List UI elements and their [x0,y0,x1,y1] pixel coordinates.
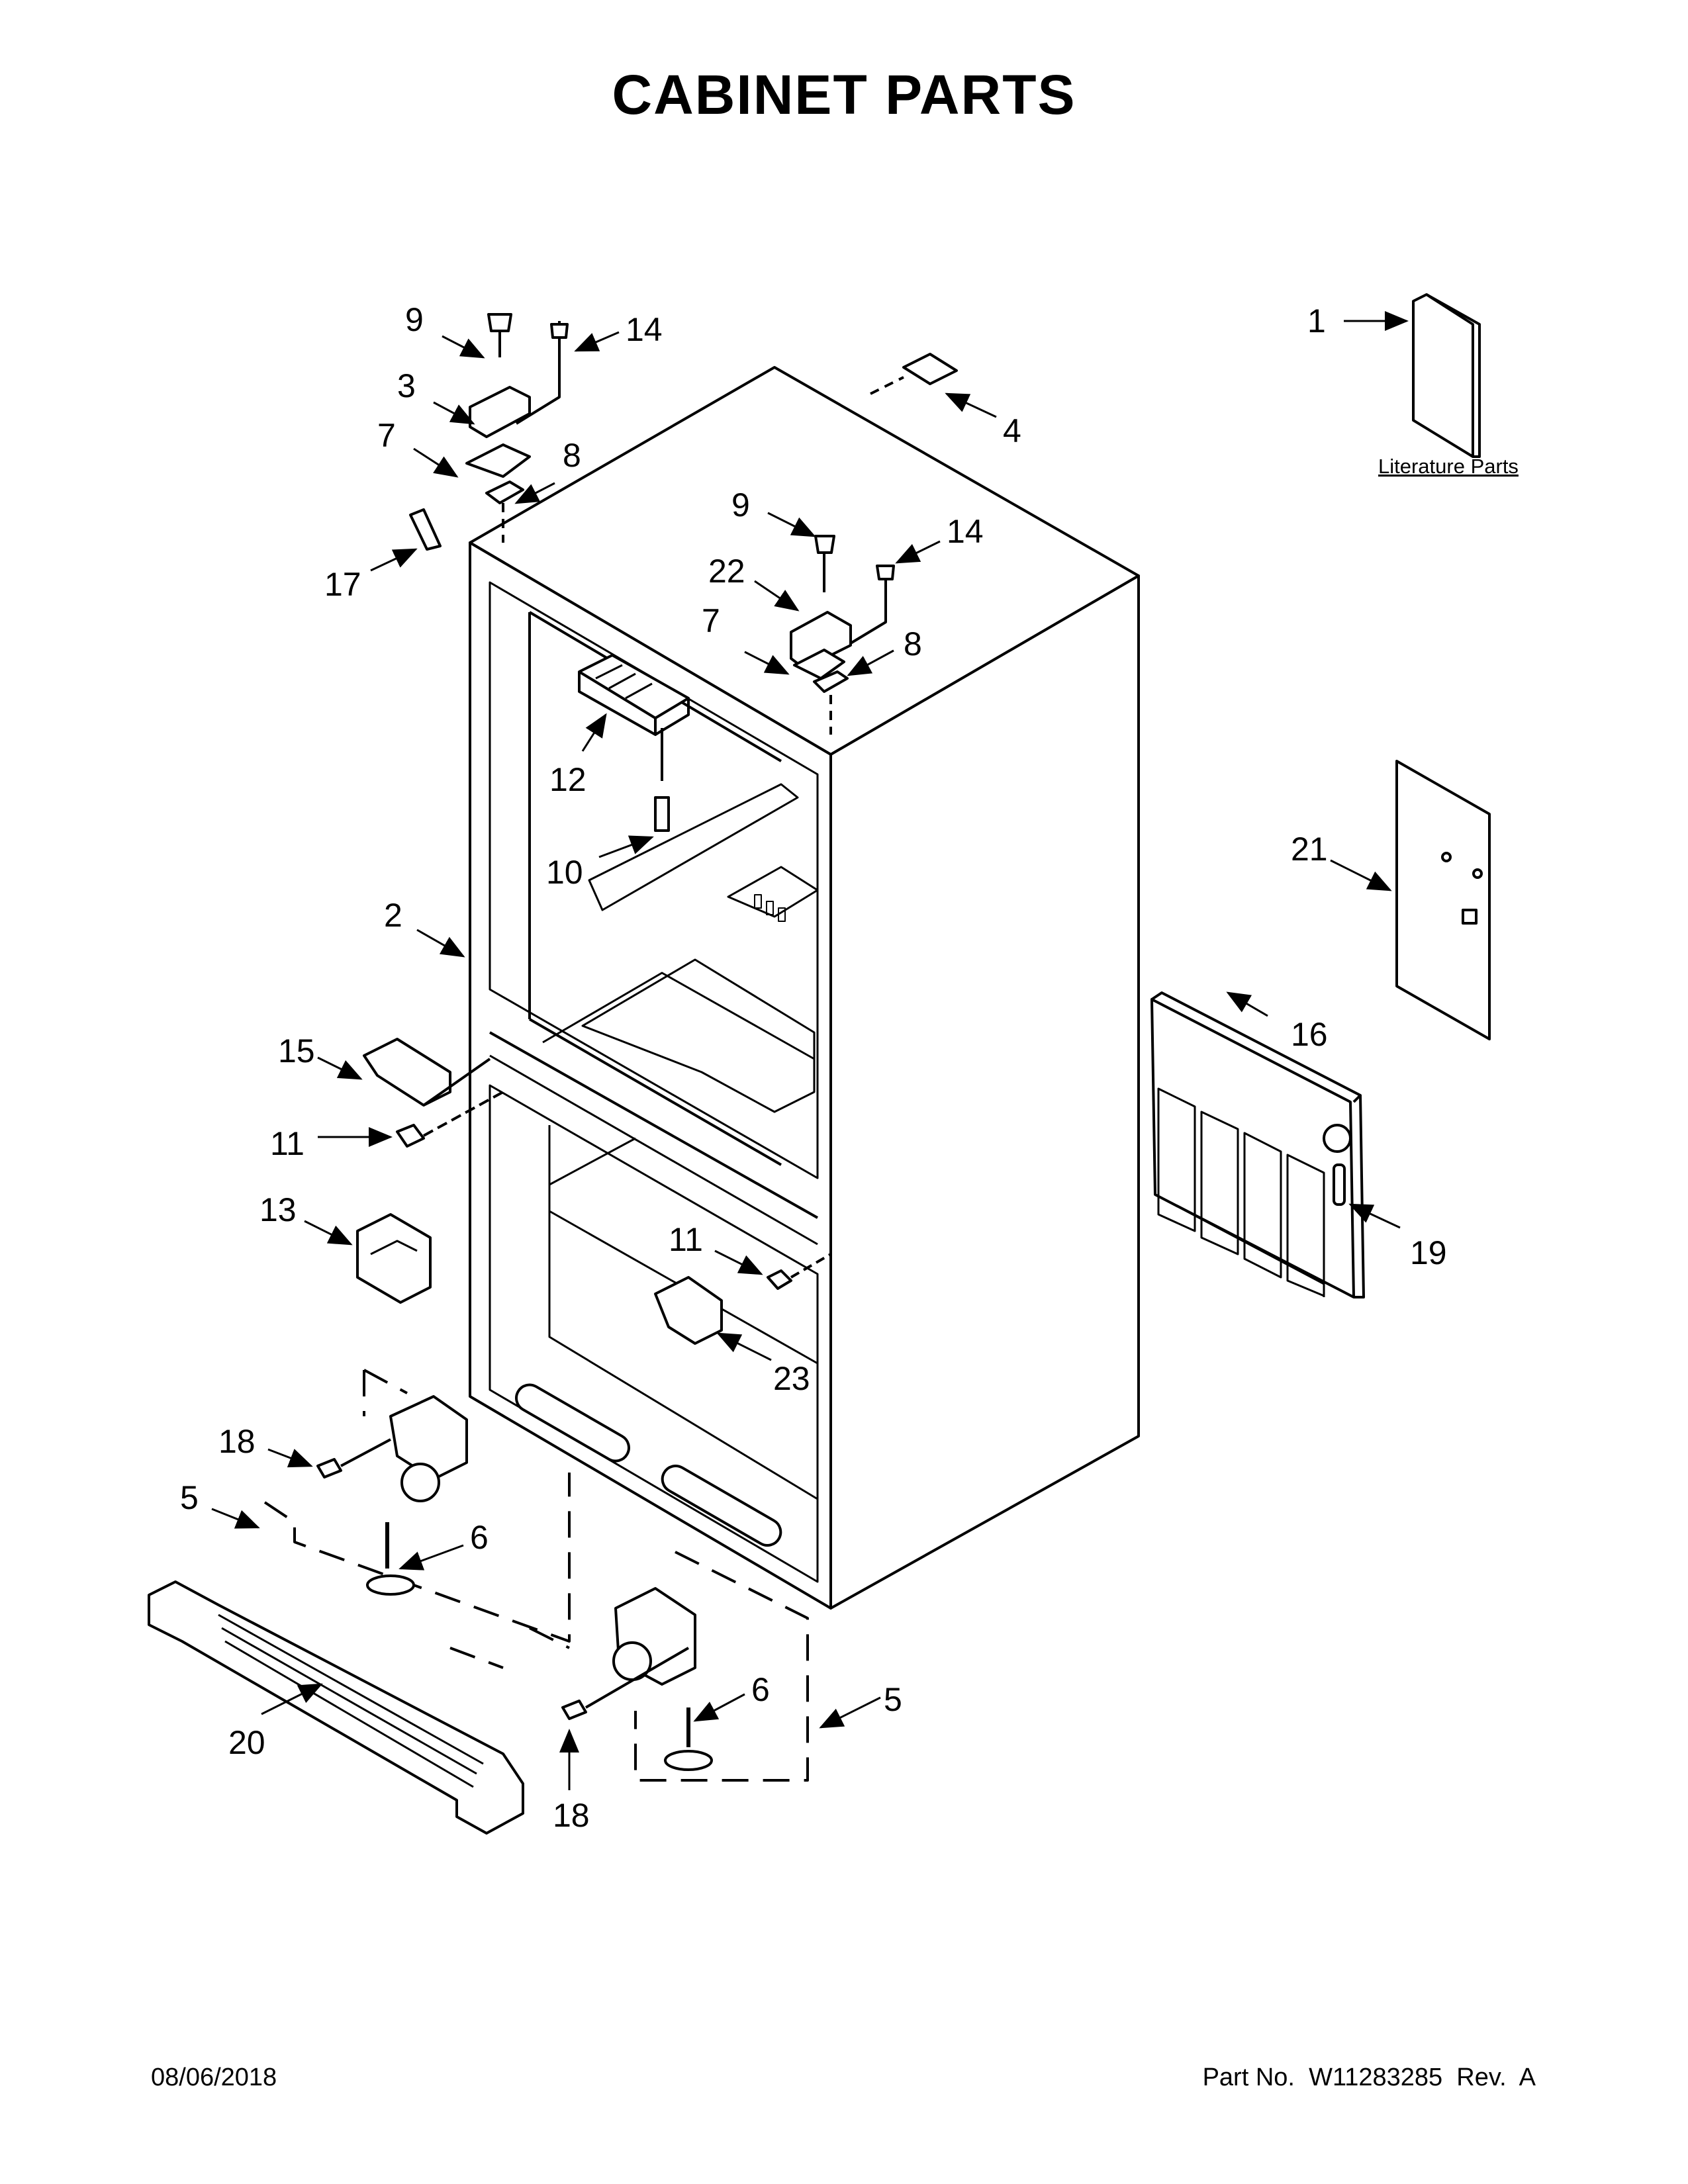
clip-part [409,508,442,551]
callout-7-upper-right: 7 [702,602,720,639]
literature-book [1412,293,1481,458]
callout-9-upper-right: 9 [731,486,750,523]
callout-2: 2 [384,897,402,934]
callout-4: 4 [1003,412,1021,449]
rear-panel [1395,760,1491,1040]
callout-16: 16 [1291,1016,1328,1053]
upper-right-hinge [790,535,895,735]
footer-date: 08/06/2018 [151,2064,277,2091]
callout-6-left: 6 [470,1519,489,1556]
callout-5-left: 5 [180,1479,199,1516]
callout-14-upper-right: 14 [947,513,984,550]
callout-8-upper-left: 8 [563,437,581,474]
callout-20: 20 [228,1724,265,1761]
lower-hinge-bracket [654,1276,723,1345]
callout-7-upper-left: 7 [377,417,396,454]
machine-compartment-cover [1150,991,1365,1298]
center-hinge-bracket [363,1038,504,1148]
roller-assembly-outline-left [263,1369,571,1669]
callout-6-right: 6 [751,1671,770,1708]
cabinet-body [469,366,1140,1610]
callout-13: 13 [259,1191,297,1228]
callout-23: 23 [773,1360,810,1397]
callout-3: 3 [397,367,416,404]
page-title: CABINET PARTS [612,64,1076,126]
callout-12: 12 [549,761,586,798]
side-cover [356,1213,432,1304]
right-roller [561,1587,713,1771]
callout-15: 15 [278,1032,315,1069]
callout-10: 10 [546,854,583,891]
roller-assembly-outline-right [529,1551,809,1782]
callout-11-left: 11 [270,1125,305,1162]
callout-1: 1 [1307,302,1326,340]
callout-21: 21 [1291,831,1328,868]
callout-11-right: 11 [669,1221,703,1258]
toe-grille [148,1580,524,1835]
light-housing [578,654,690,832]
callout-22: 22 [708,553,745,590]
label-part [902,353,958,385]
literature-parts-label: Literature Parts [1378,455,1519,478]
callout-17: 17 [324,566,361,603]
callout-8-upper-right: 8 [904,625,922,662]
callout-14-upper-left: 14 [626,311,663,348]
callout-18-left: 18 [218,1423,256,1460]
callout-5-right: 5 [884,1681,902,1718]
callout-19: 19 [1410,1234,1447,1271]
footer-part-number: Part No. W11283285 Rev. A [1202,2064,1536,2091]
callout-9-upper-left: 9 [405,301,424,338]
left-roller [316,1395,468,1596]
callout-18-right: 18 [553,1797,590,1834]
